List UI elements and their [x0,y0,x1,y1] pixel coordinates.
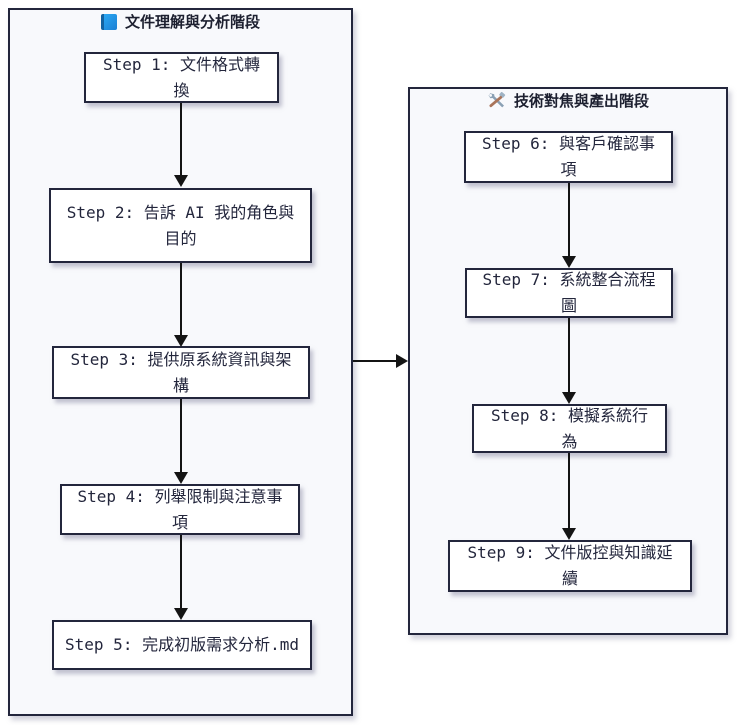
phase-1-title-label: 文件理解與分析階段 [124,13,260,31]
arrowhead-down-icon [562,256,576,268]
arrow-step7-step8 [562,318,576,404]
arrow-step2-step3 [174,263,188,347]
arrowhead-right-icon [396,354,408,368]
step-5-node: Step 5: 完成初版需求分析.md [52,620,312,670]
arrow-step1-step2 [174,103,188,187]
step-1-node: Step 1: 文件格式轉換 [84,52,279,103]
step-4-node: Step 4: 列舉限制與注意事項 [60,484,300,535]
arrowhead-down-icon [174,175,188,187]
arrowhead-down-icon [562,528,576,540]
arrowhead-down-icon [174,335,188,347]
step-2-node: Step 2: 告訴 AI 我的角色與目的 [49,188,312,263]
arrowhead-down-icon [562,392,576,404]
blue-book-icon [100,13,117,30]
arrow-step3-step4 [174,399,188,484]
step-3-node: Step 3: 提供原系統資訊與架構 [52,346,310,399]
step-8-node: Step 8: 模擬系統行為 [472,404,667,453]
arrow-phase1-phase2 [353,354,408,368]
phase-1-title: 文件理解與分析階段 [8,11,353,32]
phase-2-title-label: 技術對焦與產出階段 [513,92,649,110]
arrow-step4-step5 [174,535,188,620]
step-6-node: Step 6: 與客戶確認事項 [464,131,673,183]
step-7-node: Step 7: 系統整合流程圖 [465,268,673,318]
arrowhead-down-icon [174,608,188,620]
arrow-step8-step9 [562,453,576,540]
arrow-step6-step7 [562,183,576,268]
arrowhead-down-icon [174,472,188,484]
step-9-node: Step 9: 文件版控與知識延續 [448,540,692,592]
phase-2-title: 技術對焦與產出階段 [408,90,728,111]
hammer-wrench-icon [488,92,506,108]
